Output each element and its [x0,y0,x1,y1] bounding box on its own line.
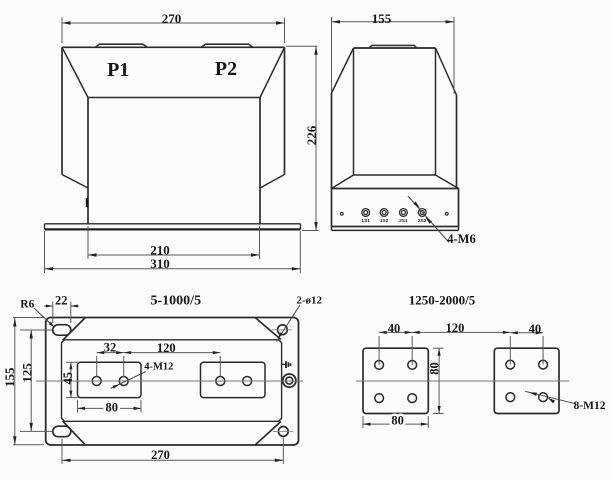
svg-text:4-M12: 4-M12 [144,361,173,372]
svg-text:120: 120 [157,341,176,355]
svg-text:226: 226 [304,125,319,145]
svg-text:210: 210 [150,242,170,257]
svg-text:40: 40 [388,321,401,335]
svg-text:270: 270 [151,448,170,462]
svg-text:22: 22 [55,294,68,308]
svg-text:2S1: 2S1 [399,218,408,224]
svg-text:310: 310 [150,256,170,271]
svg-text:P1: P1 [107,59,129,81]
svg-text:8-M12: 8-M12 [574,400,606,412]
svg-text:40: 40 [529,322,542,336]
svg-text:2S2: 2S2 [418,218,427,224]
svg-text:1250-2000/5: 1250-2000/5 [409,293,476,308]
svg-text:32: 32 [104,340,117,354]
svg-text:155: 155 [2,367,17,387]
svg-text:80: 80 [391,414,404,428]
svg-text:120: 120 [446,321,465,335]
svg-text:155: 155 [372,11,392,26]
svg-text:R6: R6 [20,298,34,310]
svg-text:80: 80 [106,401,119,415]
svg-text:P2: P2 [215,58,237,80]
svg-text:5-1000/5: 5-1000/5 [151,294,202,309]
svg-text:1S2: 1S2 [380,218,389,224]
svg-text:2-ø12: 2-ø12 [296,295,322,307]
svg-text:125: 125 [20,363,35,383]
svg-text:270: 270 [162,11,182,26]
svg-text:4-M6: 4-M6 [447,232,475,246]
svg-text:80: 80 [428,362,442,375]
svg-text:1S1: 1S1 [361,218,370,224]
svg-text:45: 45 [61,372,75,385]
